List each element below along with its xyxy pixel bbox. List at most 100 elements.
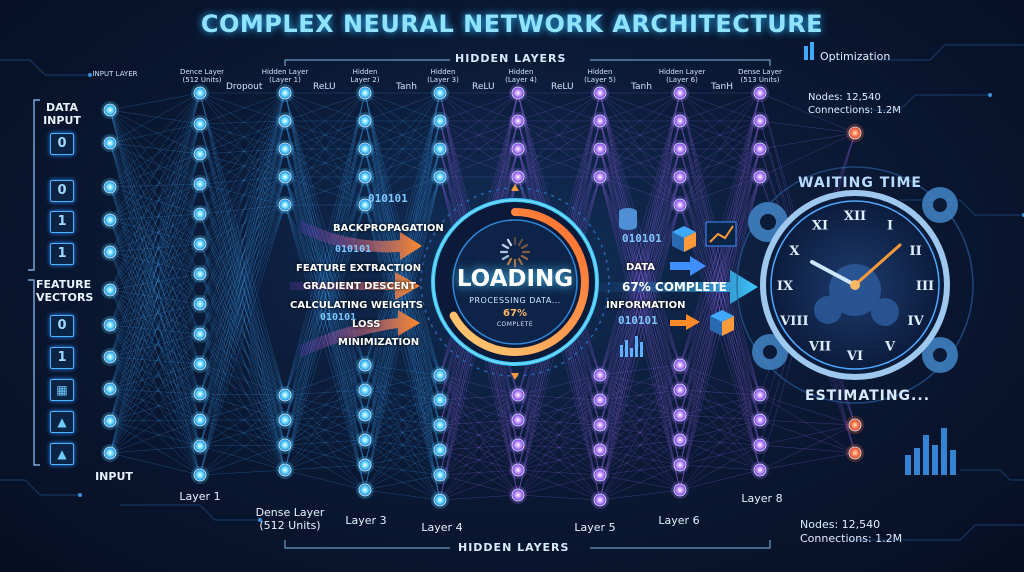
network-edge <box>199 148 286 476</box>
network-edge <box>109 251 201 421</box>
network-edge <box>199 148 286 335</box>
network-edge <box>199 176 286 447</box>
spinner-icon <box>499 236 531 268</box>
network-nodes <box>101 84 864 509</box>
network-edge <box>284 120 366 150</box>
network-edge <box>109 333 201 454</box>
network-edge <box>599 389 681 451</box>
network-edge <box>517 469 601 501</box>
network-node <box>593 443 607 457</box>
network-edge <box>364 92 441 122</box>
activation-dropout: Dropout <box>226 82 263 92</box>
network-edge <box>364 148 441 451</box>
network-node <box>193 468 207 482</box>
clock-numeral: III <box>916 279 934 294</box>
network-edge <box>109 219 201 365</box>
network-edge <box>679 389 761 396</box>
clock-numeral: XI <box>812 218 828 233</box>
network-edge <box>199 393 286 471</box>
network-node <box>433 368 447 382</box>
network-edge <box>759 452 856 471</box>
network-edge <box>517 374 601 421</box>
network-node <box>193 147 207 161</box>
network-edge <box>199 445 286 471</box>
network-node <box>193 439 207 453</box>
top-layer-label-dense: Dence Layer (512 Units) <box>179 68 225 84</box>
network-edge <box>599 364 681 401</box>
network-edge <box>599 414 681 426</box>
network-edge <box>599 148 681 451</box>
network-edge <box>199 176 286 365</box>
network-edge <box>364 120 441 150</box>
arrow-complete <box>600 270 758 304</box>
network-node <box>593 86 607 100</box>
network-edge <box>284 148 366 206</box>
network-edge <box>599 148 681 501</box>
input-value-box: 1 <box>50 347 74 369</box>
activation-relu-2: ReLU <box>472 82 495 92</box>
network-edge <box>679 148 761 366</box>
network-node <box>593 170 607 184</box>
network-edge <box>109 363 201 454</box>
network-edge <box>284 389 366 396</box>
network-edge <box>199 333 286 396</box>
network-edge <box>109 251 201 305</box>
network-edge <box>109 109 201 447</box>
network-edge <box>109 243 201 326</box>
network-edge <box>599 120 681 501</box>
network-edge <box>109 92 201 111</box>
network-node <box>193 357 207 371</box>
network-edge <box>364 92 441 366</box>
network-edge <box>599 148 681 476</box>
network-edge <box>364 120 441 476</box>
network-edge <box>109 142 201 245</box>
clock-numeral: VII <box>808 340 831 355</box>
network-edge <box>599 148 681 376</box>
network-edge <box>199 204 286 476</box>
network-node <box>511 388 525 402</box>
network-edge <box>109 153 201 422</box>
network-edge <box>759 132 856 178</box>
minimization-label: MINIMIZATION <box>338 337 420 348</box>
network-node <box>358 383 372 397</box>
network-edge <box>109 251 201 476</box>
network-edge <box>599 92 681 178</box>
network-edge <box>364 120 441 150</box>
network-edge <box>109 445 201 454</box>
network-edge <box>599 92 681 501</box>
network-edge <box>679 419 761 466</box>
network-edge <box>199 92 286 275</box>
network-edge <box>199 148 286 185</box>
network-edge <box>199 363 286 446</box>
network-node <box>433 86 447 100</box>
network-edge <box>599 464 681 476</box>
network-edge <box>679 389 761 471</box>
network-edge <box>109 273 201 291</box>
network-edge <box>679 148 761 206</box>
network-edge <box>599 92 681 441</box>
network-edge <box>439 449 519 471</box>
network-edge <box>364 464 441 476</box>
network-edge <box>439 394 519 476</box>
arrow-backpropagation <box>300 220 422 260</box>
network-edge <box>364 176 441 426</box>
network-edge <box>109 186 201 305</box>
network-edge <box>364 439 441 451</box>
network-edge <box>109 219 201 447</box>
network-edge <box>284 176 366 206</box>
network-edge <box>439 474 519 496</box>
input-bracket <box>28 99 40 466</box>
network-edge <box>364 424 441 441</box>
network-edge <box>284 414 366 446</box>
data-label: DATA <box>626 262 656 273</box>
image-input-icon: ▦ <box>50 379 74 401</box>
network-edge <box>364 92 441 451</box>
network-edge <box>284 414 366 471</box>
network-edge <box>679 120 761 150</box>
network-node <box>511 170 525 184</box>
network-edge <box>439 494 519 501</box>
network-node <box>433 443 447 457</box>
network-edge <box>599 120 681 426</box>
network-edge <box>439 399 519 421</box>
